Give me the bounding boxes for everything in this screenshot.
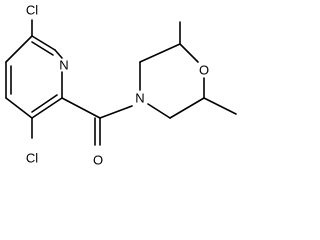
bond-c-methyl-upper-o bbox=[179, 43, 199, 63]
bond-methyl-lower bbox=[203, 97, 237, 115]
bond-c6-n bbox=[54, 49, 63, 59]
bond-c3-c4 bbox=[5, 97, 33, 119]
chemical-structure: Cl N Cl N O O bbox=[5, 3, 237, 168]
bond-c1-c2 bbox=[5, 35, 33, 63]
bond-c-methyl-lower-c-lower bbox=[169, 97, 205, 119]
atom-o-carbonyl: O bbox=[93, 153, 103, 168]
bond-c5-carbonyl bbox=[61, 97, 101, 119]
bond-c-upper-c-methyl-upper bbox=[139, 43, 181, 63]
bond-c4-c5 bbox=[31, 97, 63, 119]
bond-n-c1-double bbox=[31, 41, 54, 56]
atom-n-morpholine: N bbox=[135, 91, 144, 106]
atom-o-morpholine: O bbox=[199, 63, 209, 78]
bond-n-c1 bbox=[31, 35, 56, 51]
bond-carbonyl-n bbox=[99, 105, 133, 119]
atom-cl-top: Cl bbox=[26, 3, 38, 18]
pyridine-ring bbox=[5, 35, 63, 119]
bond-c4-c5-double bbox=[31, 94, 58, 113]
morpholine-ring bbox=[139, 43, 205, 119]
bond-c-lower-n bbox=[147, 103, 171, 119]
atom-cl-bottom: Cl bbox=[26, 151, 38, 166]
atom-n-pyridine: N bbox=[59, 58, 68, 73]
